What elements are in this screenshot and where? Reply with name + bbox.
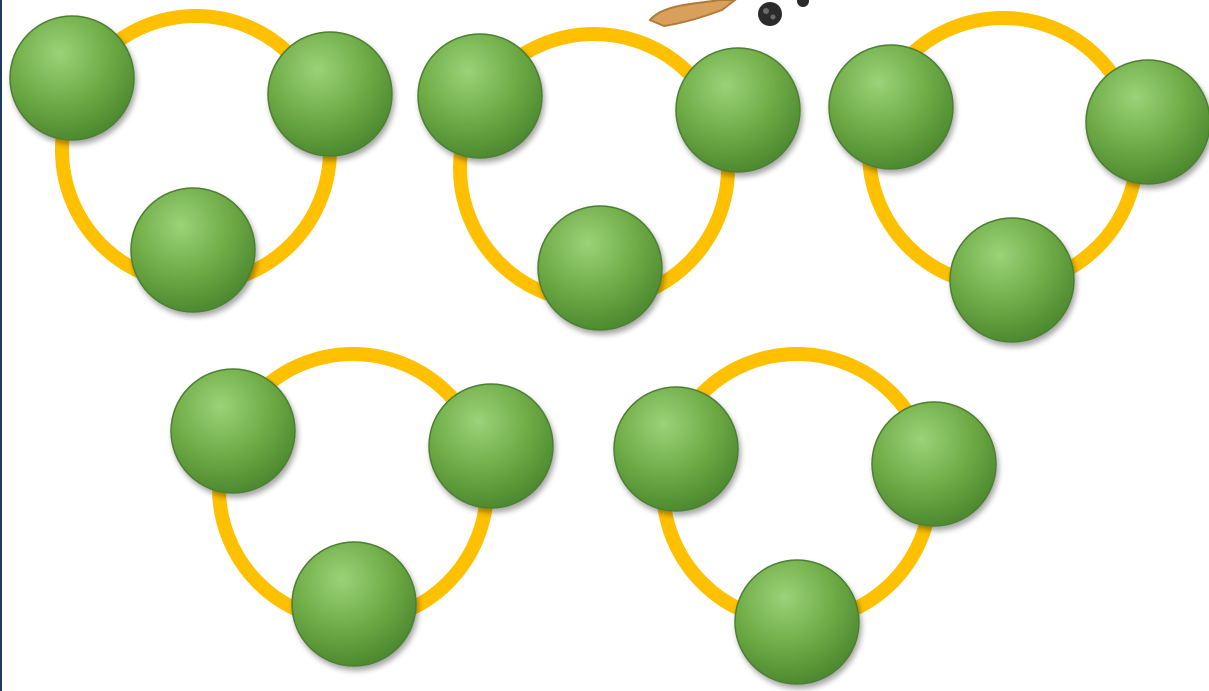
number-bond — [614, 354, 996, 684]
bonds-layer — [10, 16, 1209, 684]
bond-node — [614, 387, 738, 511]
button-hole-icon — [771, 15, 776, 20]
bond-node — [538, 206, 662, 330]
bond-node — [171, 369, 295, 493]
bond-node — [268, 32, 392, 156]
bond-node — [872, 402, 996, 526]
number-bond — [829, 18, 1209, 342]
bond-node — [950, 218, 1074, 342]
bond-node — [292, 542, 416, 666]
bond-node — [429, 384, 553, 508]
bond-node — [418, 34, 542, 158]
cartoon-arm-icon — [650, 0, 735, 26]
bond-node — [676, 48, 800, 172]
bond-node — [1086, 60, 1209, 184]
bond-node — [829, 45, 953, 169]
bond-node — [10, 16, 134, 140]
number-bond — [418, 34, 800, 330]
bond-node — [735, 560, 859, 684]
number-bond — [10, 16, 392, 312]
bond-node — [131, 188, 255, 312]
cartoon-arm-with-buttons-icon — [650, 0, 809, 26]
black-button-icon — [797, 0, 809, 7]
button-hole-icon — [763, 8, 769, 14]
number-bond — [171, 354, 553, 666]
black-button-icon — [758, 2, 782, 26]
